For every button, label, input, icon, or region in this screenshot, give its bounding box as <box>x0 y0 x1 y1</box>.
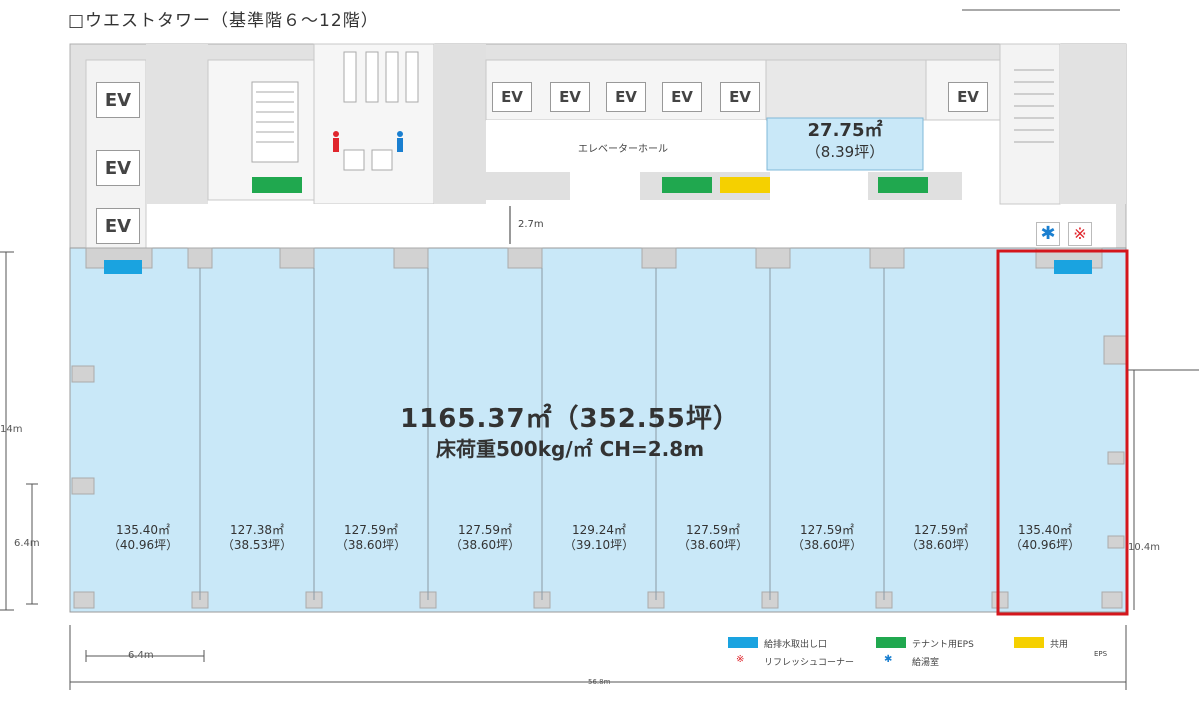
elevator-hall-label: エレベーターホール <box>578 144 668 155</box>
unit-1: 135.40㎡（40.96坪） <box>86 523 200 553</box>
elevator-3: EV <box>96 208 140 244</box>
unit-3: 127.59㎡（38.60坪） <box>314 523 428 553</box>
bottom-span-label: 6.4m <box>128 650 154 661</box>
unit-tsubo: （38.60坪） <box>791 538 863 552</box>
unit-area: 127.59㎡ <box>344 523 398 537</box>
legend-refresh-label: リフレッシュコーナー <box>764 658 855 668</box>
elevator-8: EV <box>720 82 760 112</box>
elevator-5: EV <box>550 82 590 112</box>
lounge-area-tsubo: （8.39坪） <box>805 143 885 161</box>
elevator-6: EV <box>606 82 646 112</box>
legend-eps-swatch <box>876 637 906 648</box>
elevator-9: EV <box>948 82 988 112</box>
unit-area: 129.24㎡ <box>572 523 626 537</box>
unit-tsubo: （39.10坪） <box>563 538 635 552</box>
unit-4: 127.59㎡（38.60坪） <box>428 523 542 553</box>
unit-area: 127.59㎡ <box>800 523 854 537</box>
unit-area: 135.40㎡ <box>116 523 170 537</box>
legend-water-label: 給排水取出し口 <box>764 640 828 650</box>
unit-9: 135.40㎡（40.96坪） <box>998 523 1092 553</box>
lounge-area: 27.75㎡ （8.39坪） <box>767 118 923 170</box>
left-depth-label: 14m <box>0 424 23 435</box>
unit-area: 135.40㎡ <box>1018 523 1072 537</box>
unit-area: 127.59㎡ <box>686 523 740 537</box>
legend-refresh-mark: ※ <box>736 654 745 665</box>
total-area: 1165.37㎡（352.55坪） <box>400 404 740 434</box>
legend-eps-small: EPS <box>1094 650 1108 658</box>
elevator-2: EV <box>96 150 140 186</box>
unit-tsubo: （38.60坪） <box>449 538 521 552</box>
unit-tsubo: （40.96坪） <box>107 538 179 552</box>
floor-spec: 床荷重500kg/㎡ CH=2.8m <box>435 437 705 461</box>
legend-hot-water-mark: ✱ <box>884 654 893 665</box>
unit-6: 127.59㎡（38.60坪） <box>656 523 770 553</box>
unit-tsubo: （38.60坪） <box>677 538 749 552</box>
unit-tsubo: （40.96坪） <box>1009 538 1081 552</box>
unit-7: 127.59㎡（38.60坪） <box>770 523 884 553</box>
unit-area: 127.38㎡ <box>230 523 284 537</box>
unit-2: 127.38㎡（38.53坪） <box>200 523 314 553</box>
lounge-area-sqm: 27.75㎡ <box>807 120 883 141</box>
legend-water-swatch <box>728 637 758 648</box>
left-lower-label: 6.4m <box>14 538 40 549</box>
corridor-width-label: 2.7m <box>518 219 544 230</box>
legend-shared-label: 共用 <box>1050 640 1069 650</box>
unit-area: 127.59㎡ <box>458 523 512 537</box>
unit-tsubo: （38.53坪） <box>221 538 293 552</box>
total-width-label: 56.8m <box>588 678 611 686</box>
elevator-7: EV <box>662 82 702 112</box>
unit-8: 127.59㎡（38.60坪） <box>884 523 998 553</box>
legend-shared-swatch <box>1014 637 1044 648</box>
legend-hot-water-label: 給湯室 <box>912 658 940 668</box>
elevator-4: EV <box>492 82 532 112</box>
unit-tsubo: （38.60坪） <box>905 538 977 552</box>
right-depth-label: 10.4m <box>1128 542 1161 553</box>
hot-water-mark: ✱ <box>1036 222 1060 246</box>
legend-eps-label: テナント用EPS <box>912 640 974 650</box>
refresh-mark: ※ <box>1068 222 1092 246</box>
unit-area: 127.59㎡ <box>914 523 968 537</box>
unit-5: 129.24㎡（39.10坪） <box>542 523 656 553</box>
unit-tsubo: （38.60坪） <box>335 538 407 552</box>
elevator-1: EV <box>96 82 140 118</box>
floor-title: □ウエストタワー（基準階６～12階） <box>68 11 379 31</box>
